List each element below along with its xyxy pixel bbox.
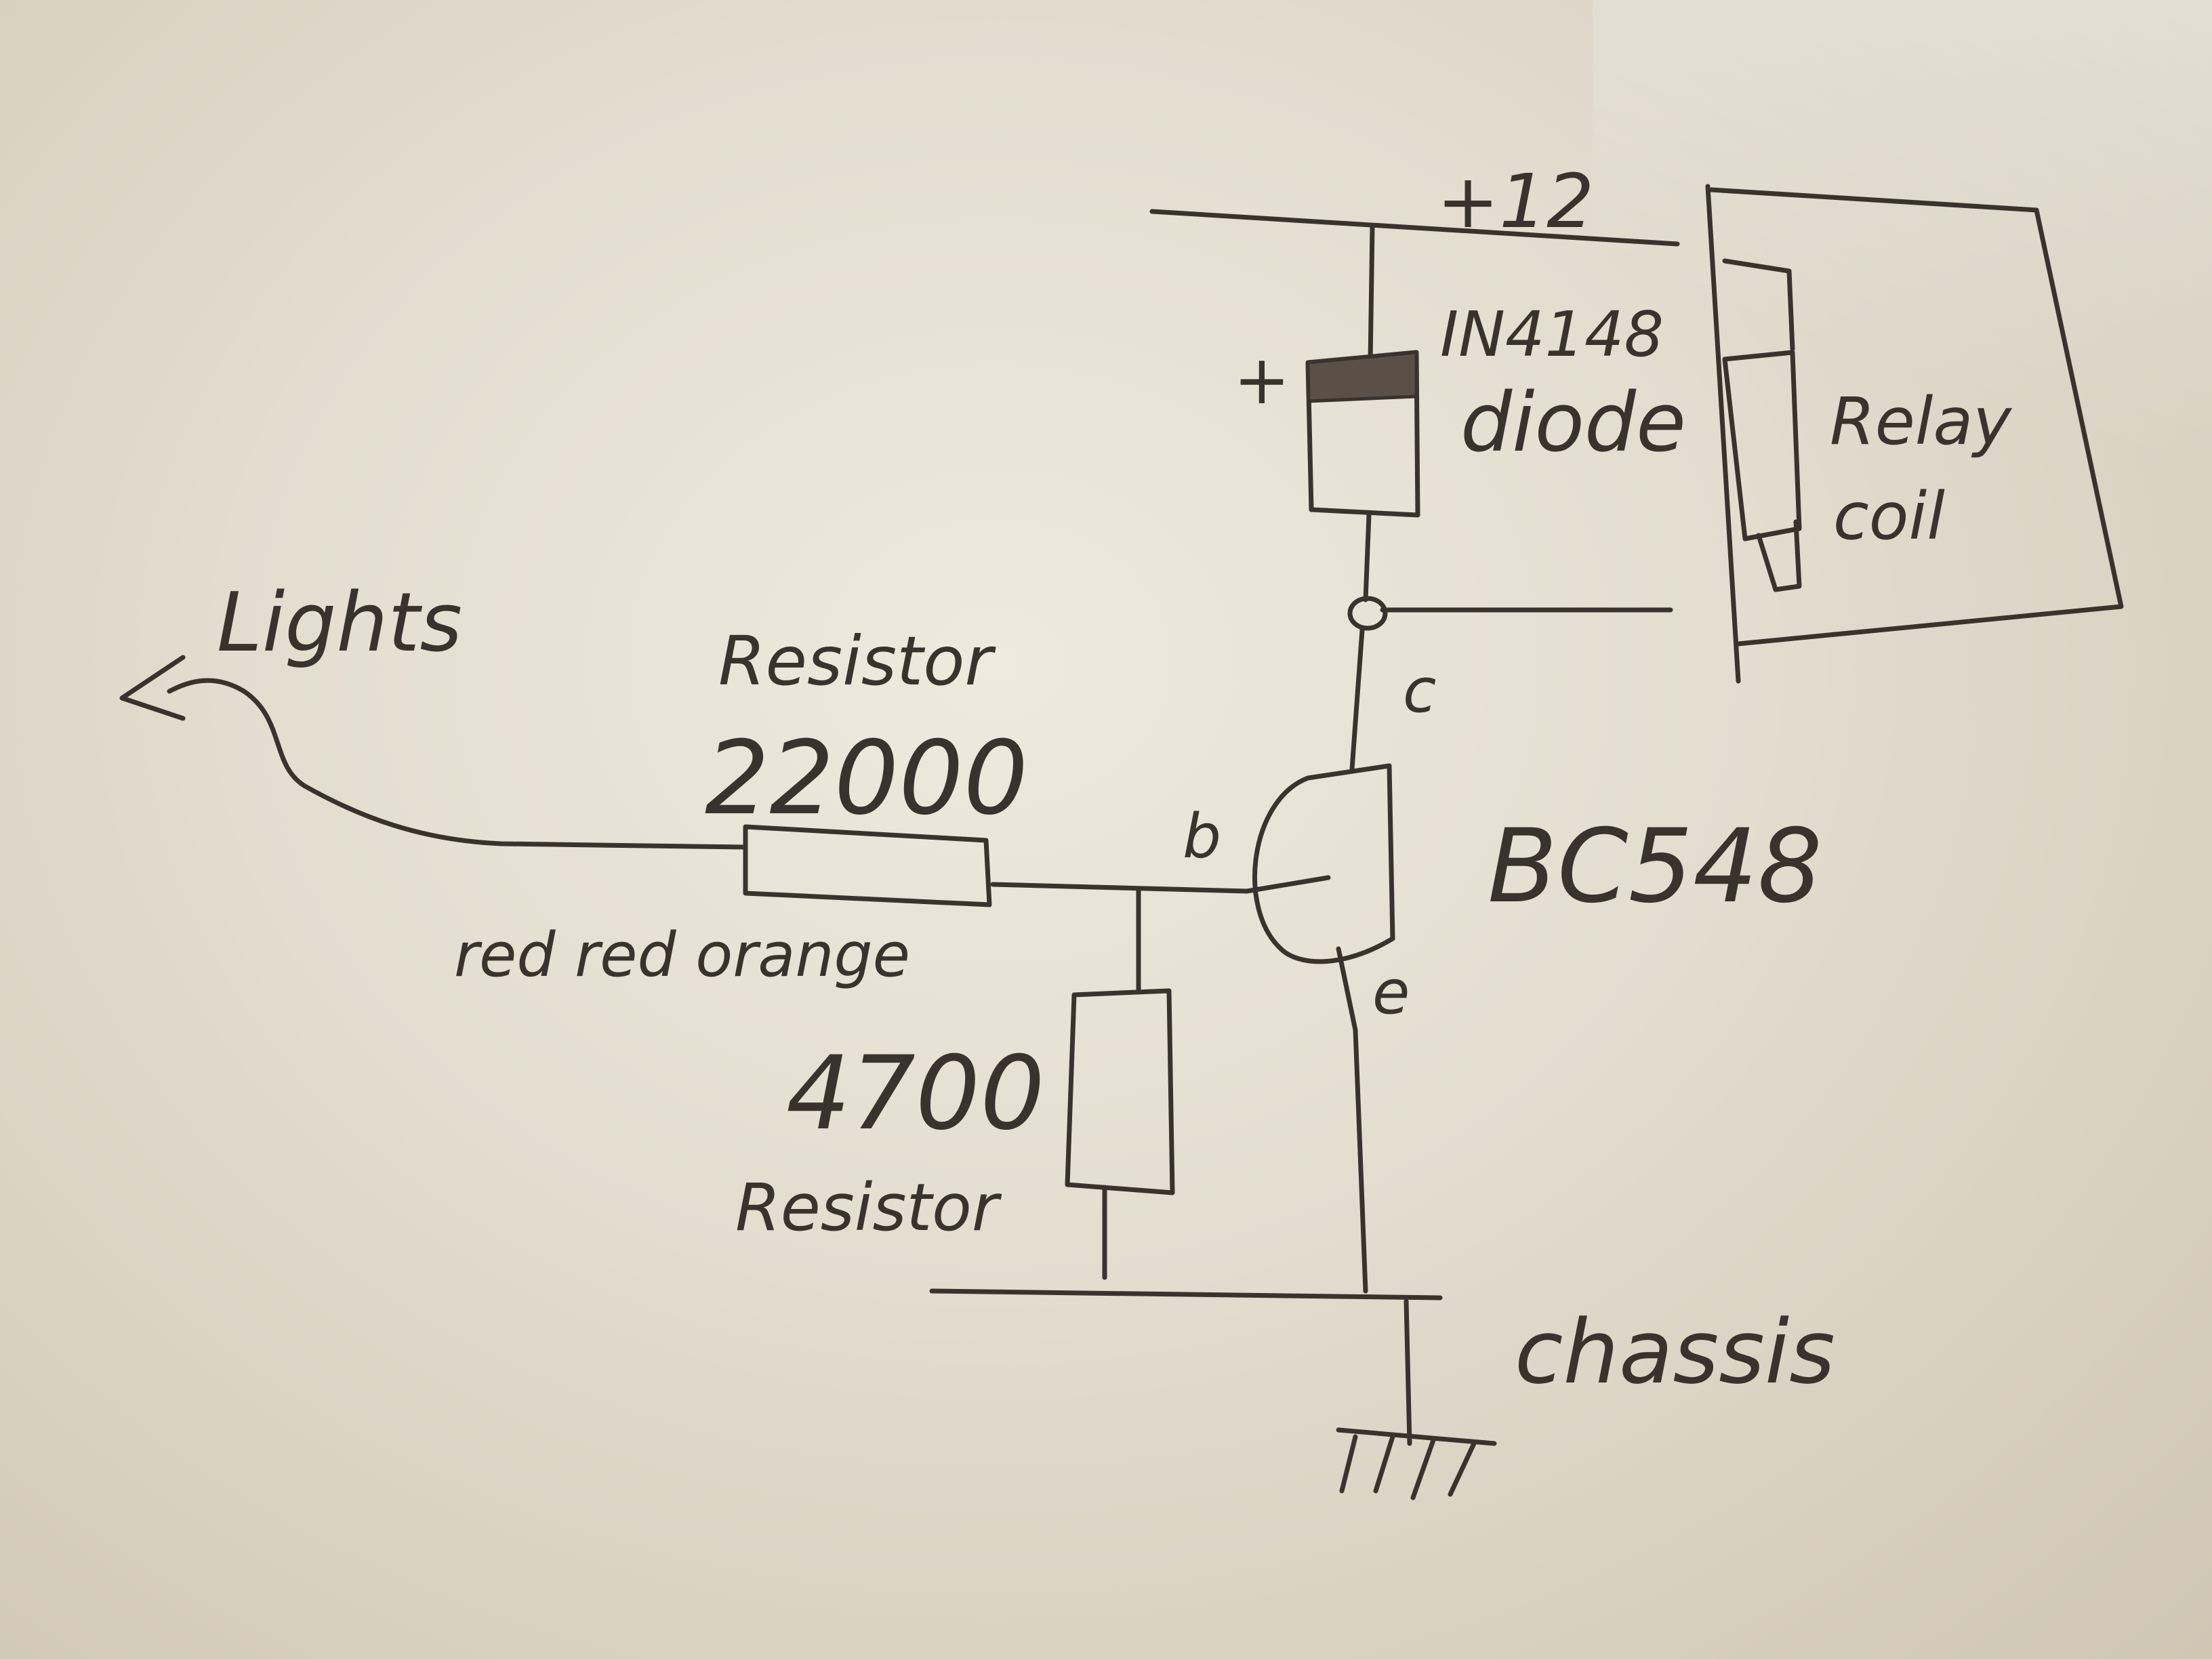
lights-label: Lights [217,576,462,670]
input-wire [167,678,748,850]
resistor-r2-value: 4700 [786,1035,1045,1153]
resistor-r1-body [743,824,992,907]
relay-enclosure-box [1708,187,2124,647]
collector-label: c [1403,655,1436,726]
relay-coil-lower [1756,519,1802,592]
transistor-body [1252,763,1395,964]
diode-plus-label: + [1233,340,1290,419]
relay-label-line1: Relay [1830,384,2012,459]
resistor-r2-title: Resistor [735,1170,1002,1246]
supply-label: +12 [1437,158,1594,245]
resistor-r1-title: Resistor [718,621,996,701]
diode-top-lead [1368,224,1375,365]
ground-stem [1404,1298,1412,1446]
diode-word-label: diode [1460,376,1686,470]
base-label: b [1183,801,1221,872]
collector-node [1347,596,1388,631]
relay-coil-lead [1722,258,1795,352]
transistor-label: BC548 [1488,808,1822,926]
transistor-flat-side [1387,763,1395,941]
relay-enclosure [1705,184,1741,684]
paper-fold [1593,0,2212,474]
diode-part-label: IN4148 [1440,298,1664,371]
resistor-r1-value: 22000 [705,720,1028,838]
ground-label: chassis [1515,1300,1835,1404]
base-wire [990,875,1331,894]
relay-label-line2: coil [1833,478,1945,554]
resistor-r1-bands: red red orange [454,920,910,991]
ground-bus [929,1288,1443,1300]
lights-arrow-icon [119,655,186,721]
emitter-label: e [1372,957,1410,1028]
collector-lead [1349,628,1365,772]
relay-coil-body [1722,350,1802,541]
chassis-ground-icon [1336,1427,1497,1500]
diode-cathode-band [1306,350,1418,403]
resistor-r2-body [1065,988,1175,1195]
diode-bottom-lead [1363,512,1372,602]
emitter-lead [1336,946,1368,1294]
supply-rail [1149,209,1680,247]
